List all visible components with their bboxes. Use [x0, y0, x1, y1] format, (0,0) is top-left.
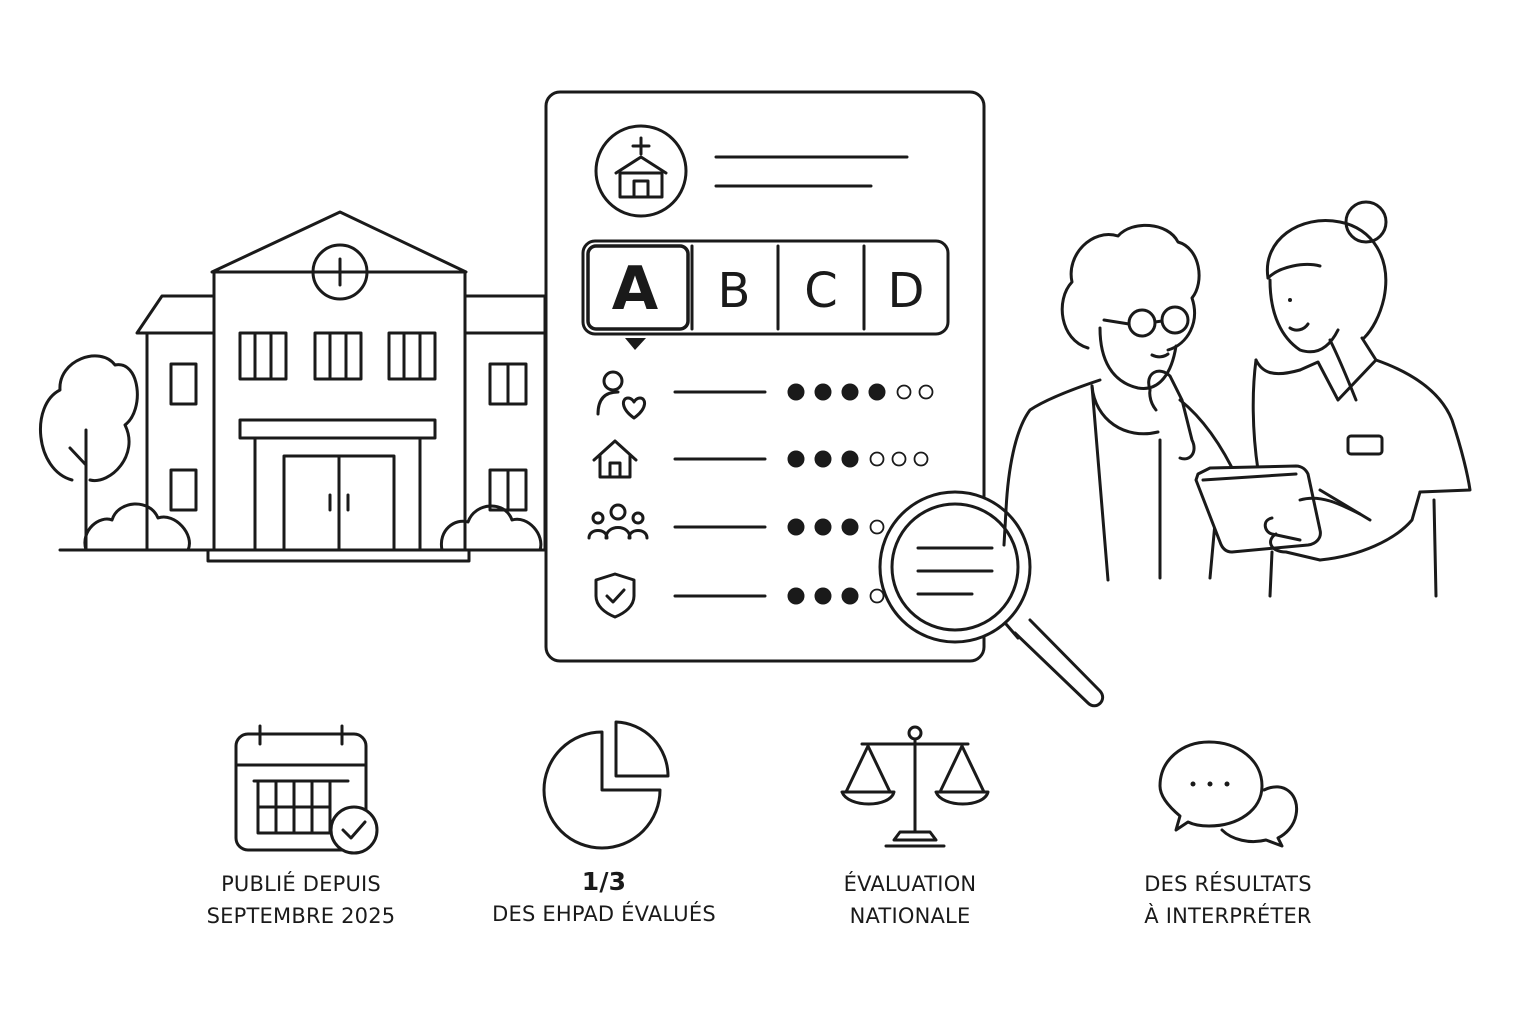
caption-interpret-line1: DES RÉSULTATS — [1144, 872, 1312, 896]
rating-dot-filled — [841, 450, 859, 468]
porch-canopy — [238, 418, 437, 440]
rating-dot-filled — [787, 383, 805, 401]
grade-card: A B C D — [544, 90, 986, 663]
grade-c[interactable]: C — [804, 263, 838, 319]
caption-national-line1: ÉVALUATION — [843, 872, 977, 896]
rating-dot-empty — [913, 451, 929, 467]
criterion-row-care — [596, 370, 767, 420]
rating-dot-empty — [869, 451, 885, 467]
tree-icon — [39, 354, 139, 552]
right-wing-roof — [463, 294, 547, 335]
bush-right — [439, 504, 543, 552]
selection-pointer — [625, 338, 646, 350]
rating-dot-filled — [841, 587, 859, 605]
grade-b[interactable]: B — [718, 263, 751, 319]
caption-interpret-line2: À INTERPRÉTER — [1144, 904, 1312, 928]
grade-d[interactable]: D — [888, 263, 925, 319]
rating-dot-empty — [869, 519, 885, 535]
caption-published-line2: SEPTEMBRE 2025 — [206, 904, 396, 928]
caption-evaluated-line1: 1/3 — [581, 867, 627, 896]
grade-selector: A B C D — [581, 239, 950, 350]
card-frame — [544, 90, 986, 663]
pie-chart-icon — [542, 720, 670, 850]
rating-dot-filled — [868, 383, 886, 401]
rating-dot-filled — [787, 450, 805, 468]
name-badge — [1346, 434, 1384, 456]
house-icon — [592, 439, 638, 479]
caption-evaluated-line2: DES EHPAD ÉVALUÉS — [492, 902, 716, 926]
chat-bubbles-icon — [1158, 740, 1299, 848]
building-steps — [206, 548, 471, 563]
rating-dot-empty — [896, 384, 912, 400]
caption-evaluated: 1/3 DES EHPAD ÉVALUÉS — [454, 866, 754, 930]
rating-dot-empty — [891, 451, 907, 467]
rating-dot-filled — [814, 587, 832, 605]
tablet-icon — [1194, 464, 1322, 554]
rating-dot-filled — [814, 383, 832, 401]
scales-icon — [840, 725, 990, 848]
calendar-check-icon — [234, 724, 379, 855]
group-icon — [587, 503, 649, 540]
caption-national: ÉVALUATION NATIONALE — [760, 868, 1060, 932]
criterion-row-social — [587, 503, 767, 540]
rating-dot-filled — [787, 518, 805, 536]
criterion-row-safety — [594, 572, 767, 619]
rating-dot-empty — [869, 588, 885, 604]
rating-dot-filled — [787, 587, 805, 605]
medical-cross-icon — [311, 243, 369, 301]
magnifier-icon — [878, 490, 1105, 708]
curly-hair — [1060, 223, 1201, 352]
upper-windows — [238, 331, 437, 381]
elderly-woman — [1002, 223, 1248, 582]
caption-interpret: DES RÉSULTATS À INTERPRÉTER — [1078, 868, 1378, 932]
ehpad-building — [39, 210, 547, 563]
caption-national-line2: NATIONALE — [849, 904, 971, 928]
left-wing-roof — [135, 294, 216, 335]
rating-dot-empty — [918, 384, 934, 400]
shield-check-icon — [594, 572, 636, 619]
rating-dot-filled — [814, 518, 832, 536]
grade-a-highlight — [586, 244, 690, 331]
grade-a[interactable]: A — [612, 254, 659, 324]
right-wing — [463, 331, 547, 552]
caregiver — [1194, 200, 1472, 598]
caption-published-line1: PUBLIÉ DEPUIS — [221, 872, 381, 896]
rating-dot-filled — [841, 383, 859, 401]
glasses-left — [1127, 308, 1157, 338]
rating-dot-filled — [841, 518, 859, 536]
caption-published: PUBLIÉ DEPUIS SEPTEMBRE 2025 — [151, 868, 451, 932]
person-heart-icon — [596, 370, 646, 420]
rating-dot-filled — [814, 450, 832, 468]
facility-logo-icon — [594, 124, 688, 218]
criterion-row-housing — [592, 439, 767, 479]
caregiver-hair — [1265, 219, 1388, 340]
bush-left — [83, 502, 191, 552]
